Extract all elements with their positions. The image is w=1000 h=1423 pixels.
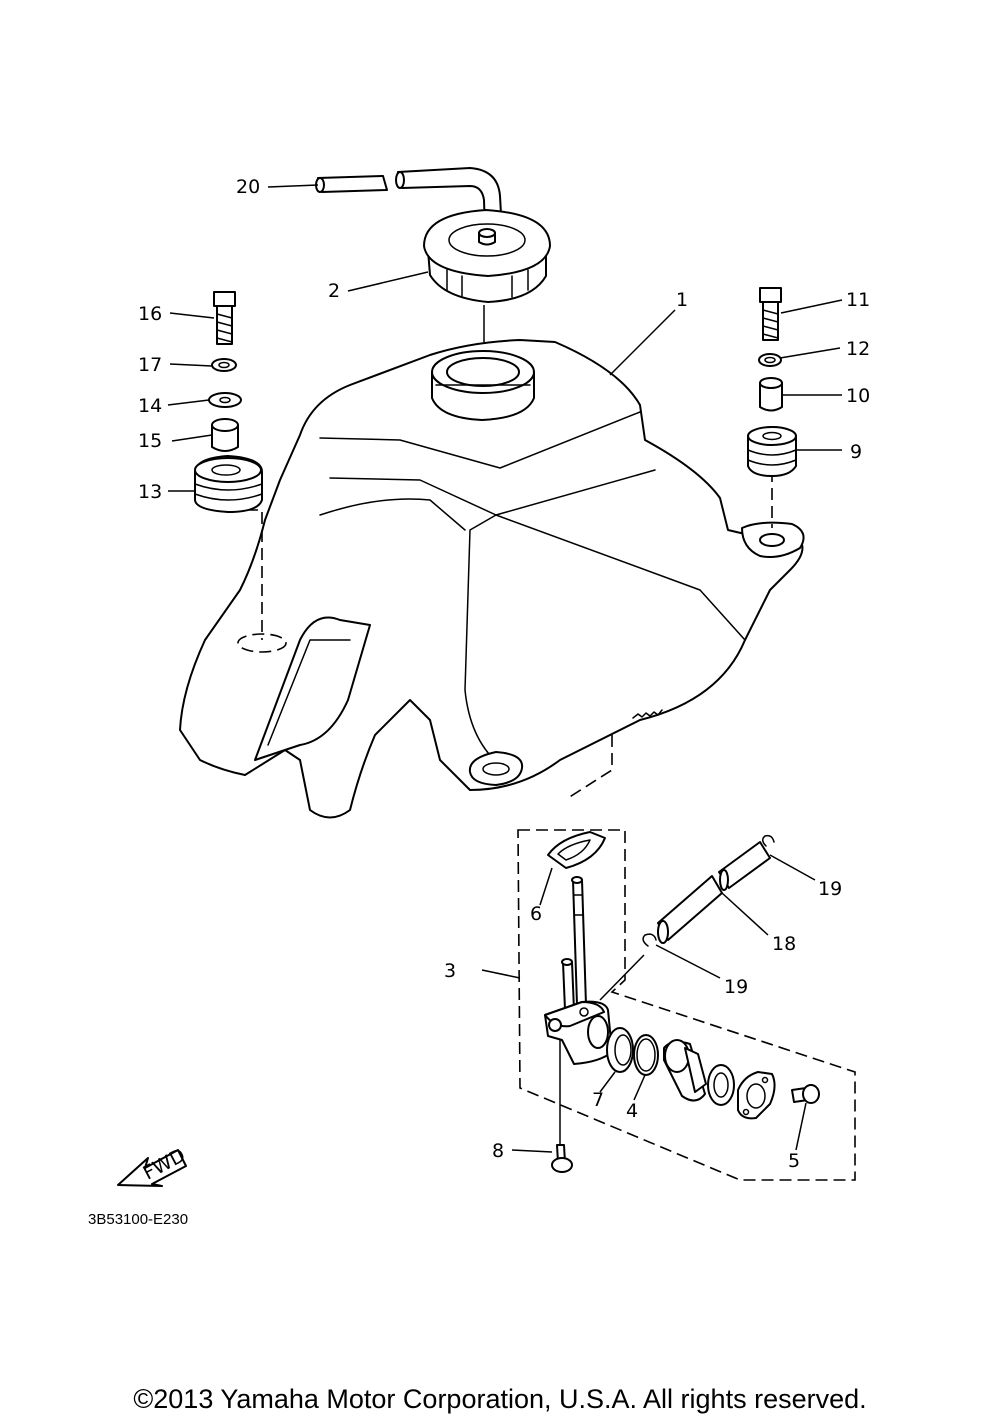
clip-19-lower[interactable] xyxy=(642,933,657,947)
callout-4: 4 xyxy=(626,1100,638,1122)
callout-13: 13 xyxy=(138,481,162,503)
cover-plate[interactable] xyxy=(737,1071,776,1120)
callout-12: 12 xyxy=(846,338,870,360)
collar-15[interactable] xyxy=(211,418,239,452)
fuel-tank[interactable] xyxy=(179,339,805,819)
callout-17: 17 xyxy=(138,354,162,376)
filter-7[interactable] xyxy=(606,1027,634,1073)
diagram-reference-code: 3B53100-E230 xyxy=(88,1211,188,1228)
callout-19-lower: 19 xyxy=(724,976,748,998)
callout-5: 5 xyxy=(788,1150,800,1172)
fuel-cap[interactable] xyxy=(423,209,551,303)
bolt-16[interactable] xyxy=(213,291,236,345)
breather-hose[interactable] xyxy=(315,167,503,233)
grommet-13[interactable] xyxy=(194,455,263,513)
callout-11: 11 xyxy=(846,289,870,311)
gasket-6[interactable] xyxy=(547,831,606,869)
callout-16: 16 xyxy=(138,303,162,325)
callout-3: 3 xyxy=(444,960,456,982)
callout-8: 8 xyxy=(492,1140,504,1162)
washer-14[interactable] xyxy=(208,392,242,408)
grommet-9[interactable] xyxy=(747,426,797,477)
callout-7: 7 xyxy=(592,1089,604,1111)
callout-14: 14 xyxy=(138,395,162,417)
fwd-arrow-icon: FWD xyxy=(117,1144,189,1187)
callout-numbers: 20 2 1 16 17 14 15 13 11 12 10 9 19 18 1… xyxy=(138,176,870,1172)
callout-19-upper: 19 xyxy=(818,878,842,900)
callout-15: 15 xyxy=(138,430,162,452)
callout-2: 2 xyxy=(328,280,340,302)
clip-19-upper[interactable] xyxy=(762,834,775,847)
seal-washer[interactable] xyxy=(707,1064,735,1106)
callout-20: 20 xyxy=(236,176,260,198)
callout-9: 9 xyxy=(850,441,862,463)
callout-6: 6 xyxy=(530,903,542,925)
leader-lines xyxy=(167,184,843,1153)
lever-assembly[interactable] xyxy=(663,1039,707,1102)
callout-10: 10 xyxy=(846,385,870,407)
bolt-11[interactable] xyxy=(759,287,782,341)
screw-8[interactable] xyxy=(551,1144,573,1173)
petcock-dashed-line xyxy=(567,735,613,799)
lock-washer-17[interactable] xyxy=(211,358,237,372)
screw-5[interactable] xyxy=(791,1084,820,1104)
o-ring-4[interactable] xyxy=(633,1034,659,1076)
copyright-notice: ©2013 Yamaha Motor Corporation, U.S.A. A… xyxy=(133,1384,866,1414)
lock-washer-12[interactable] xyxy=(758,353,782,367)
hose-connection-line xyxy=(599,954,645,1001)
fuel-hose-18[interactable] xyxy=(657,841,771,944)
cock-assembly-dashed-box xyxy=(517,829,856,1181)
callout-18: 18 xyxy=(772,933,796,955)
collar-10[interactable] xyxy=(759,377,783,412)
callout-1: 1 xyxy=(676,289,688,311)
